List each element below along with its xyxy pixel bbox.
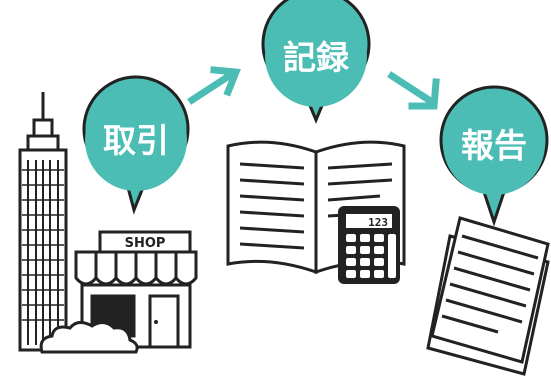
calculator-icon: 123 (338, 206, 400, 284)
shop-sign-label: SHOP (125, 236, 166, 251)
step-label-record: 記録 (283, 38, 350, 77)
bubble-record: 記録 (261, 0, 371, 124)
bubble-transaction: 取引 (82, 75, 190, 215)
arrow-right-up-icon (187, 66, 241, 105)
report-documents-icon (426, 216, 550, 376)
arrow-right-down-icon (387, 71, 440, 110)
step-label-transaction: 取引 (103, 121, 169, 160)
bubble-report: 報告 (439, 85, 549, 227)
skyscraper-icon (18, 92, 68, 352)
step-label-report: 報告 (461, 126, 527, 165)
calculator-display: 123 (368, 216, 388, 229)
bush-icon (39, 321, 139, 354)
